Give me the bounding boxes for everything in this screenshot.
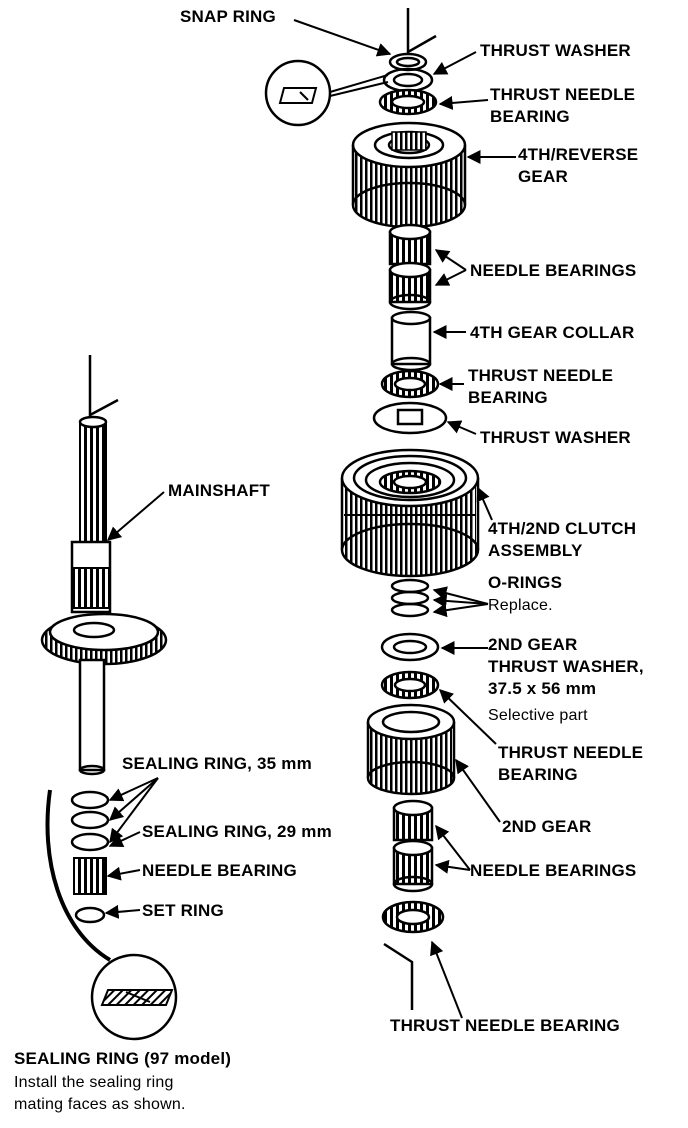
label-needle-bearing-single: NEEDLE BEARING <box>142 861 297 880</box>
thrust-needle-bearing-mid <box>380 369 440 399</box>
snap-ring-detail-circle <box>264 59 389 127</box>
label-sealing-ring-97-note: Install the sealing ring mating faces as… <box>14 1074 186 1113</box>
label-thrust-washer-top: THRUST WASHER <box>480 41 631 60</box>
label-gear2-thrust-washer: 2ND GEAR THRUST WASHER, 37.5 x 56 mm <box>488 635 644 698</box>
label-clutch-assembly: 4TH/2ND CLUTCH ASSEMBLY <box>488 519 637 560</box>
label-thrust-needle-bearing-bottom: THRUST NEEDLE BEARING <box>390 1016 620 1035</box>
mainshaft <box>40 355 168 776</box>
label-gear2-thrust-washer-note: Selective part <box>488 707 588 724</box>
axis-arrow-bottom <box>383 942 414 1010</box>
label-sealing-ring-29: SEALING RING, 29 mm <box>142 822 332 841</box>
o-rings <box>390 578 430 618</box>
label-mainshaft: MAINSHAFT <box>168 481 270 500</box>
clutch-assembly-4th-2nd <box>340 448 480 578</box>
needle-bearings-lower <box>392 799 434 893</box>
label-thrust-washer-mid: THRUST WASHER <box>480 428 631 447</box>
label-gear-2nd: 2ND GEAR <box>502 817 592 836</box>
label-needle-bearings-lower: NEEDLE BEARINGS <box>470 861 637 880</box>
label-thrust-needle-bearing-top: THRUST NEEDLE BEARING <box>490 85 636 126</box>
thrust-needle-bearing-bottom <box>381 900 445 934</box>
leader-arrows <box>104 19 516 1019</box>
axis-arrow-top <box>406 8 437 55</box>
label-gear-4th-reverse: 4TH/REVERSE GEAR <box>518 145 639 186</box>
needle-bearings-upper <box>388 223 432 311</box>
thrust-washer-top <box>382 67 434 93</box>
label-o-rings: O-RINGS <box>488 573 563 592</box>
label-sealing-ring-97: SEALING RING (97 model) <box>14 1049 232 1068</box>
sealing-rings-stack <box>70 790 110 924</box>
snap-ring <box>388 52 428 72</box>
gear-4th-collar <box>390 310 432 372</box>
gear-4th-reverse <box>351 121 467 229</box>
label-o-rings-note: Replace. <box>488 597 553 614</box>
label-snap-ring: SNAP RING <box>180 7 276 26</box>
sealing-ring-detail-circle <box>45 789 178 1041</box>
gear2-thrust-washer <box>380 632 440 662</box>
label-thrust-needle-bearing-lower: THRUST NEEDLE BEARING <box>498 743 644 784</box>
thrust-washer-mid <box>372 401 448 435</box>
label-set-ring: SET RING <box>142 901 224 920</box>
label-sealing-ring-35: SEALING RING, 35 mm <box>122 754 312 773</box>
gear-2nd <box>366 703 456 796</box>
thrust-needle-bearing-lower <box>380 670 440 700</box>
label-gear-4th-collar: 4TH GEAR COLLAR <box>470 323 635 342</box>
thrust-needle-bearing-top <box>378 88 438 116</box>
label-thrust-needle-bearing-mid: THRUST NEEDLE BEARING <box>468 366 614 407</box>
label-needle-bearings-upper: NEEDLE BEARINGS <box>470 261 637 280</box>
